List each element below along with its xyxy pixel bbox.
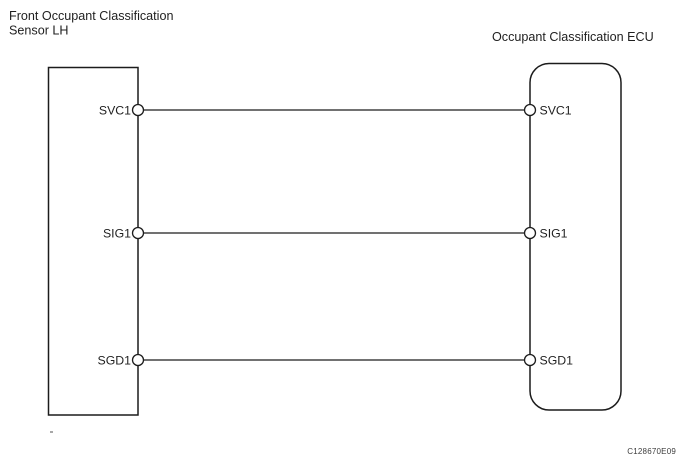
- terminal-sensor-sig1: [131, 226, 145, 240]
- terminal-ecu-svc1: [523, 103, 537, 117]
- terminal-sensor-svc1: [131, 103, 145, 117]
- pin-label-ecu-sgd1: SGD1: [540, 354, 574, 368]
- figure-code: C128670E09: [627, 447, 676, 456]
- pin-label-sensor-svc1: SVC1: [99, 104, 131, 118]
- pin-label-ecu-svc1: SVC1: [540, 104, 572, 118]
- terminal-ecu-sig1: [523, 226, 537, 240]
- terminal-sensor-sgd1: [131, 353, 145, 367]
- pin-label-sensor-sig1: SIG1: [103, 227, 131, 241]
- scan-artifact-dot: [50, 431, 53, 433]
- pin-label-sensor-sgd1: SGD1: [98, 354, 132, 368]
- sensor-box: [47, 66, 139, 416]
- ecu-title: Occupant Classification ECU: [492, 30, 654, 44]
- terminal-ecu-sgd1: [523, 353, 537, 367]
- pin-label-ecu-sig1: SIG1: [540, 227, 568, 241]
- sensor-title-line2: Sensor LH: [9, 24, 69, 38]
- sensor-title-line1: Front Occupant Classification: [9, 9, 174, 23]
